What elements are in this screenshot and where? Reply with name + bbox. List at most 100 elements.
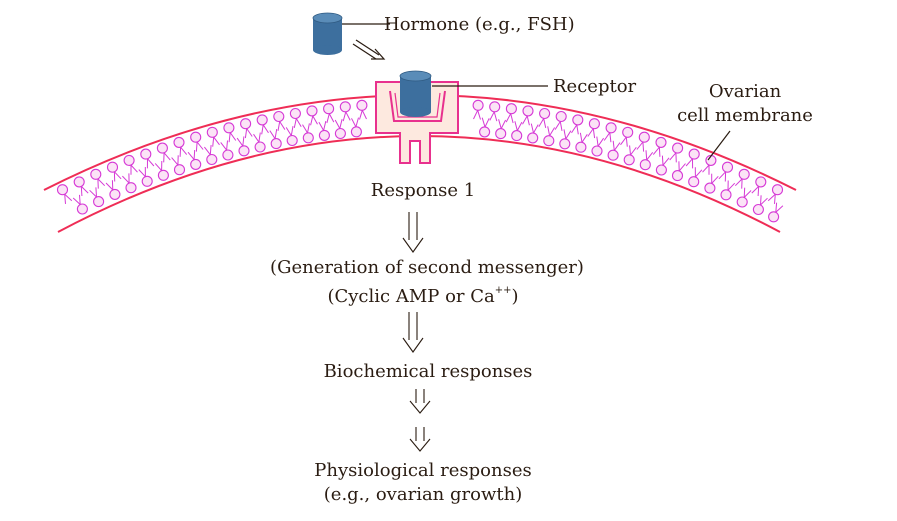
lipid-tail	[356, 118, 359, 127]
lipid-tail	[501, 120, 505, 129]
hormone-label: Hormone (e.g., FSH)	[384, 14, 575, 35]
lipid-tail	[106, 183, 113, 190]
lipid-head-icon	[77, 204, 87, 214]
lipid-tail	[758, 186, 759, 196]
lipid-head-icon	[58, 185, 68, 195]
lipid-tail	[262, 125, 264, 135]
lipid-tail	[286, 127, 291, 135]
lipid-tail	[247, 129, 253, 137]
lipid-head-icon	[721, 190, 731, 200]
lipid-head-icon	[573, 115, 583, 125]
lipid-head-icon	[351, 127, 361, 137]
lipid-tail	[65, 194, 72, 201]
lipid-head-icon	[175, 165, 185, 175]
lipid-tail	[631, 147, 637, 155]
lipid-tail	[474, 110, 478, 119]
lipid-head-icon	[480, 127, 490, 137]
lipid-head-icon	[656, 165, 666, 175]
lipid-tail	[534, 125, 539, 133]
second-messenger-examples-text: (Cyclic AMP or Ca	[327, 286, 495, 307]
down-arrow-2	[403, 312, 423, 352]
lipid-tail	[122, 176, 129, 183]
lipid-head-icon	[91, 169, 101, 179]
lipid-tail	[96, 187, 97, 197]
lipid-tail	[155, 163, 161, 170]
lipid-head-icon	[274, 112, 284, 122]
lipid-head-icon	[108, 162, 118, 172]
lipid-tail	[313, 116, 318, 124]
lipid-tail	[181, 147, 187, 154]
lipid-head-icon	[689, 177, 699, 187]
lipid-head-icon	[756, 177, 766, 187]
lipid-tail	[259, 133, 260, 143]
lipid-tail	[237, 138, 243, 146]
lipid-head-icon	[74, 177, 84, 187]
lipid-tail	[662, 156, 663, 166]
lipid-tail	[670, 153, 676, 160]
lipid-tail	[346, 112, 350, 121]
lipid-head-icon	[290, 109, 300, 119]
lipid-head-icon	[174, 137, 184, 147]
lipid-tail	[227, 141, 228, 151]
lipid-tail	[210, 145, 211, 155]
lipid-tail	[768, 194, 775, 201]
lipid-tail	[343, 112, 346, 121]
lipid-head-icon	[287, 136, 297, 146]
lipid-tail	[303, 125, 308, 133]
lipid-tail	[686, 159, 692, 166]
lipid-tail	[626, 137, 627, 147]
lipid-head-icon	[241, 119, 251, 129]
lipid-tail	[329, 114, 334, 123]
lipid-tail	[566, 131, 571, 139]
lipid-tail	[776, 203, 777, 213]
lipid-head-icon	[255, 142, 265, 152]
lipid-head-icon	[224, 123, 234, 133]
lipid-head-icon	[319, 130, 329, 140]
lipid-head-icon	[556, 112, 566, 122]
lipid-tail	[221, 142, 227, 150]
lipid-tail	[621, 137, 627, 145]
lipid-tail	[582, 134, 587, 142]
lipid-tail	[637, 142, 643, 150]
lipid-head-icon	[158, 170, 168, 180]
lipid-head-icon	[623, 127, 633, 137]
lipid-tail	[531, 124, 533, 133]
lipid-head-icon	[124, 155, 134, 165]
lipid-head-icon	[496, 129, 506, 139]
lipid-head-icon	[737, 197, 747, 207]
lipid-tail	[511, 114, 513, 123]
lipid-head-icon	[673, 171, 683, 181]
lipid-tail	[80, 195, 81, 205]
lipid-tail	[308, 123, 310, 132]
lipid-tail	[114, 172, 121, 179]
lipid-head-icon	[191, 132, 201, 142]
second-messenger-label: (Generation of second messenger)	[270, 257, 584, 278]
lipid-head-icon	[340, 102, 350, 112]
lipid-head-icon	[157, 143, 167, 153]
lipid-head-icon	[141, 149, 151, 159]
lipid-tail	[204, 147, 210, 155]
lipid-head-icon	[673, 143, 683, 153]
lipid-tail	[81, 186, 88, 193]
lipid-head-icon	[324, 104, 334, 114]
membrane-label-line1: Ovarian	[709, 81, 782, 102]
lipid-tail	[148, 159, 154, 166]
lipid-head-icon	[271, 139, 281, 149]
lipid-tail	[340, 119, 342, 128]
lipid-tail	[81, 186, 82, 196]
lipid-tail	[646, 150, 647, 160]
lipid-tail	[580, 133, 582, 143]
lipid-tail	[485, 118, 489, 127]
receptor-label: Receptor	[553, 76, 637, 97]
lipid-head-icon	[142, 176, 152, 186]
lipid-tail	[188, 152, 194, 159]
lipid-head-icon	[606, 123, 616, 133]
lipid-head-icon	[223, 150, 233, 160]
second-messenger-close-paren: )	[512, 286, 519, 307]
lipid-tail	[172, 158, 178, 165]
lipid-head-icon	[335, 129, 345, 139]
lipid-tail	[352, 118, 356, 127]
lipid-head-icon	[639, 132, 649, 142]
lipid-head-icon	[608, 150, 618, 160]
lipid-tail	[560, 122, 562, 131]
